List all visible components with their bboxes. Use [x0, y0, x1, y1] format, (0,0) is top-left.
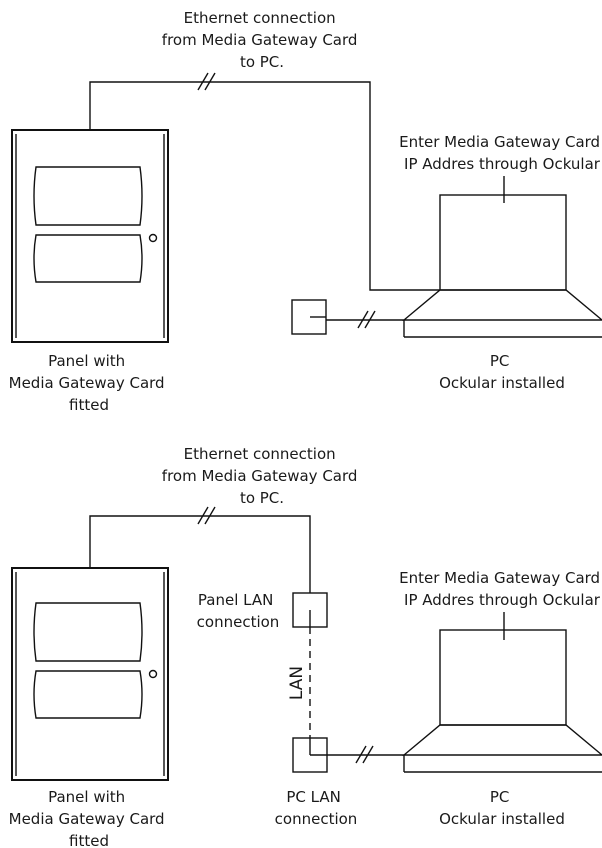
top-socket-break-marks — [357, 310, 376, 329]
lan-label: LAN — [287, 666, 307, 700]
top-pc-note: Enter Media Gateway Card IP Addres throu… — [399, 133, 602, 173]
top-panel-window-lower — [33, 234, 143, 283]
top-panel — [11, 129, 169, 343]
top-pc-label: PC Ockular installed — [439, 352, 565, 392]
panel-lan-label: Panel LAN connection — [197, 591, 280, 631]
top-panel-label: Panel with Media Gateway Card fitted — [9, 352, 170, 414]
bottom-diagram: Ethernet connection from Media Gateway C… — [9, 445, 602, 848]
top-panel-window-upper — [33, 166, 143, 226]
bottom-panel — [11, 567, 169, 781]
top-panel-lock-icon — [148, 233, 158, 243]
top-diagram: Ethernet connection from Media Gateway C… — [9, 9, 602, 414]
bottom-ethernet-label: Ethernet connection from Media Gateway C… — [162, 445, 362, 507]
bottom-panel-window-lower — [33, 670, 143, 719]
bottom-pc-note: Enter Media Gateway Card IP Addres throu… — [399, 569, 602, 609]
bottom-panel-lock-icon — [148, 669, 158, 679]
bottom-ethernet-cable — [89, 515, 311, 593]
bottom-panel-label: Panel with Media Gateway Card fitted — [9, 788, 170, 848]
bottom-laptop-keyboard — [402, 724, 602, 756]
top-ethernet-label: Ethernet connection from Media Gateway C… — [162, 9, 362, 71]
top-ethernet-cable — [89, 81, 440, 291]
top-laptop-keyboard — [402, 289, 602, 321]
top-panel-cabinet — [11, 129, 169, 343]
top-laptop — [402, 176, 602, 338]
bottom-pc-label: PC Ockular installed — [439, 788, 565, 828]
bottom-laptop-screen — [439, 629, 567, 726]
top-cable-break-marks — [197, 72, 216, 91]
bottom-laptop — [402, 612, 602, 773]
bottom-panel-window-upper — [33, 602, 143, 662]
pc-lan-label: PC LAN connection — [275, 788, 358, 828]
top-laptop-screen — [439, 194, 567, 291]
bottom-cable-break-marks — [197, 506, 216, 525]
bottom-socket-break-marks — [355, 745, 374, 764]
